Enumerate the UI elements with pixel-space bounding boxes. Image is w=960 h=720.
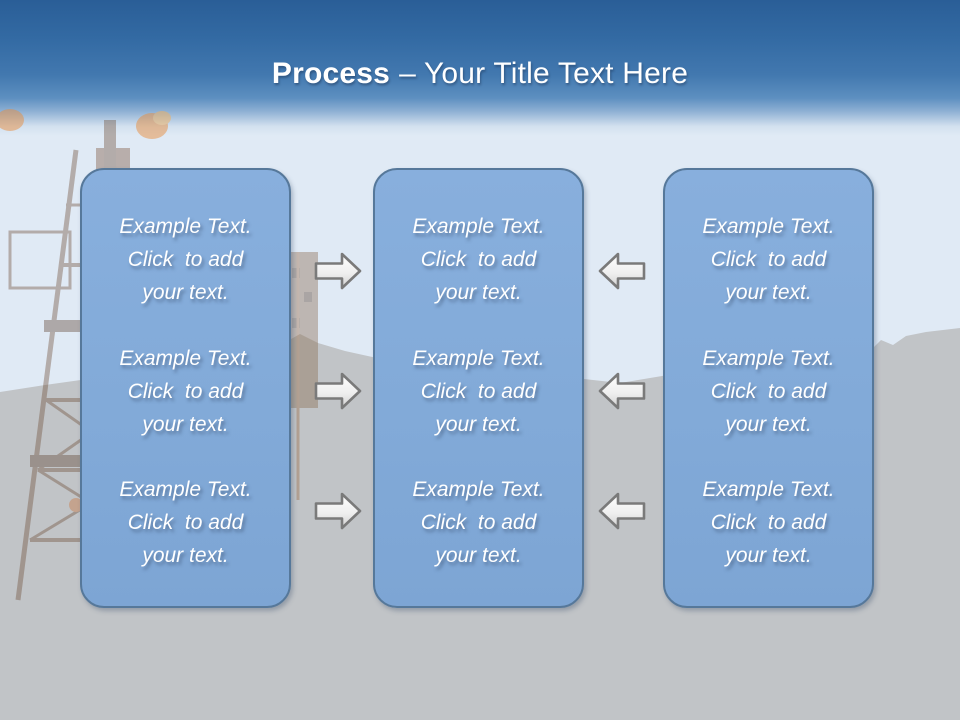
placeholder-line: Click to add [710,511,827,534]
placeholder-line: your text. [725,281,812,304]
placeholder-line: your text. [435,281,522,304]
placeholder-line: Example Text. [702,478,835,501]
title-emphasis: Process [271,57,391,90]
text-placeholder[interactable]: Example Text. Click to add your text. [673,342,864,441]
title-placeholder-text: – Your Title Text Here [399,57,689,90]
placeholder-line: Example Text. [702,215,835,238]
placeholder-line: your text. [142,544,229,567]
process-box-left[interactable]: Example Text. Click to add your text. Ex… [80,168,291,608]
placeholder-line: Example Text. [702,346,835,370]
text-placeholder[interactable]: Example Text. Click to add your text. [383,342,574,441]
slide-title[interactable]: Process– Your Title Text Here [0,52,960,100]
placeholder-line: Click to add [420,248,537,271]
placeholder-line: Click to add [127,511,244,534]
placeholder-line: Click to add [127,248,244,271]
placeholder-line: Example Text. [412,478,545,501]
block-arrow-right-icon [314,252,362,290]
placeholder-line: your text. [435,412,522,436]
placeholder-line: Click to add [710,248,827,271]
placeholder-line: your text. [142,281,229,304]
block-arrow-left-icon [598,372,646,410]
placeholder-line: Example Text. [119,346,252,370]
placeholder-line: Click to add [127,379,244,403]
placeholder-line: Example Text. [119,478,252,501]
text-placeholder[interactable]: Example Text. Click to add your text. [673,210,864,309]
text-placeholder[interactable]: Example Text. Click to add your text. [90,210,281,309]
placeholder-line: your text. [142,412,229,436]
process-box-middle[interactable]: Example Text. Click to add your text. Ex… [373,168,584,608]
block-arrow-left-icon [598,252,646,290]
text-placeholder[interactable]: Example Text. Click to add your text. [673,473,864,572]
block-arrow-left-icon [598,492,646,530]
placeholder-line: Example Text. [412,215,545,238]
placeholder-line: Click to add [420,511,537,534]
placeholder-line: your text. [725,412,812,436]
placeholder-line: your text. [435,544,522,567]
placeholder-line: Example Text. [412,346,545,370]
placeholder-line: your text. [725,544,812,567]
placeholder-line: Click to add [420,379,537,403]
text-placeholder[interactable]: Example Text. Click to add your text. [90,473,281,572]
placeholder-line: Click to add [710,379,827,403]
block-arrow-right-icon [314,372,362,410]
text-placeholder[interactable]: Example Text. Click to add your text. [383,210,574,309]
block-arrow-right-icon [314,492,362,530]
text-placeholder[interactable]: Example Text. Click to add your text. [90,342,281,441]
placeholder-line: Example Text. [119,215,252,238]
process-box-right[interactable]: Example Text. Click to add your text. Ex… [663,168,874,608]
text-placeholder[interactable]: Example Text. Click to add your text. [383,473,574,572]
